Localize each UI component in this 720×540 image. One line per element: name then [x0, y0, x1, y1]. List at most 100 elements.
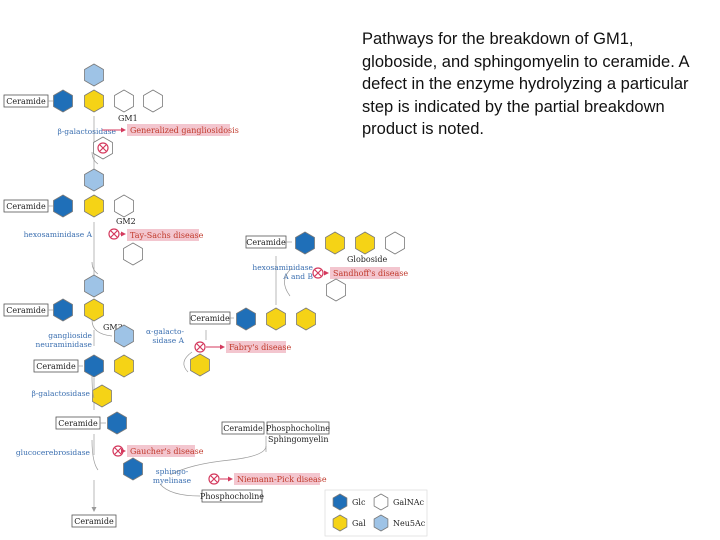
gm3-label: GM3: [103, 323, 123, 332]
globoside-partial-product: [326, 278, 346, 302]
gm3-gal: [84, 298, 104, 322]
disease-gauchers-bg: [127, 445, 195, 457]
sphingomyelin-ceramide-box: [221, 421, 265, 435]
block-gauchers-cross: [114, 447, 122, 455]
gm2-partial-product: [123, 242, 143, 266]
gm1-label: GM1: [118, 114, 138, 123]
block-generalized-gangliosidosis-cross: [99, 144, 107, 152]
legend-galnac-label: GalNAc: [393, 498, 424, 507]
released-phosphocholine-label: Phosphocholine: [200, 492, 264, 501]
disease-generalized-gangliosidosis-bg: [127, 124, 230, 136]
curve-glucosyl: [91, 439, 99, 471]
globoside-label: Globoside: [347, 255, 387, 264]
gm2-label: GM2: [116, 217, 136, 226]
glucosyl-partial-product: [123, 457, 143, 481]
glucosyl-ceramide-label: Ceramide: [58, 419, 98, 428]
glucosyl-glc: [107, 411, 127, 435]
legend-galnac-swatch: [373, 493, 389, 511]
flow-line-6-head: [91, 507, 97, 512]
curve-gm2: [91, 261, 99, 275]
arrow-gauchers-head: [121, 448, 126, 454]
gm3-released-neu5ac: [114, 324, 134, 348]
fabry-gal-2: [296, 307, 316, 331]
gm2-ceramide-label: Ceramide: [6, 202, 46, 211]
fabry-ceramide-label: Ceramide: [190, 314, 230, 323]
block-niemann-pick-cross: [210, 475, 218, 483]
fabry-gal: [266, 307, 286, 331]
enzyme-hexosaminidase-ab-2: A and B: [282, 272, 313, 281]
globoside-gal: [325, 231, 345, 255]
curve-globoside: [284, 267, 293, 297]
curve-fabry: [183, 351, 193, 373]
sphingomyelin-ceramide-label: Ceramide: [223, 424, 263, 433]
enzyme-hexosaminidase-a: hexosaminidase A: [24, 230, 93, 239]
released-phosphocholine-box: [201, 489, 263, 503]
disease-sandhoffs: Sandhoff's disease: [333, 269, 408, 278]
arrow-niemann-pick-head: [228, 476, 233, 482]
enzyme-ganglioside-neuraminidase-1: ganglioside: [48, 331, 92, 340]
block-fabrys-cross: [196, 343, 204, 351]
block-sandhoffs-cross: [314, 269, 322, 277]
gm2-glc: [53, 194, 73, 218]
fabry-partial-product: [190, 353, 210, 377]
enzyme-ganglioside-neuraminidase-2: neuraminidase: [36, 340, 93, 349]
legend-neu5ac-swatch: [373, 514, 389, 532]
enzyme-sphingomyelinase-1: sphingo-: [156, 467, 189, 476]
gm3-glc: [53, 298, 73, 322]
legend-gal-label: Gal: [352, 519, 366, 528]
arrow-sandhoffs-head: [324, 270, 329, 276]
disease-fabrys: Fabry's disease: [229, 343, 291, 352]
final-ceramide-box: [71, 514, 117, 528]
gm1-neu5ac-top: [84, 63, 104, 87]
enzyme-alpha-galactosidase-2: sidase A: [152, 336, 184, 345]
disease-tay-sachs-bg: [127, 229, 199, 241]
lactosyl-glc: [84, 354, 104, 378]
legend-glc-swatch: [332, 493, 348, 511]
gm1-gal-terminal: [143, 89, 163, 113]
disease-fabrys-bg: [226, 341, 286, 353]
disease-generalized-gangliosidosis: Generalized gangliosidosis: [130, 126, 239, 135]
globoside-galnac: [385, 231, 405, 255]
block-tay-sachs-cross: [110, 230, 118, 238]
legend-neu5ac-label: Neu5Ac: [393, 519, 426, 528]
gm3-neu5ac-top: [84, 274, 104, 298]
sphingomyelin-label: Sphingomyelin: [268, 435, 329, 444]
enzyme-beta-galactosidase: β-galactosidase: [57, 127, 116, 136]
curve-gm3: [91, 319, 113, 337]
lactosyl-ceramide-label: Ceramide: [36, 362, 76, 371]
gm3-ceramide-label: Ceramide: [6, 306, 46, 315]
disease-gauchers: Gaucher's disease: [130, 447, 204, 456]
gm1-glc: [53, 89, 73, 113]
caption: Pathways for the breakdown of GM1, globo…: [362, 30, 689, 138]
lactosyl-gal: [114, 354, 134, 378]
sphingomyelin-phosphocholine-label: Phosphocholine: [266, 424, 330, 433]
fabry-glc: [236, 307, 256, 331]
enzyme-beta-galactosidase-2: β-galactosidase: [31, 389, 90, 398]
curve-lactosyl: [91, 375, 95, 399]
arrow-fabrys-head: [220, 344, 225, 350]
gm2-neu5ac-top: [84, 168, 104, 192]
legend-glc-label: Glc: [352, 498, 366, 507]
legend-gal-swatch: [332, 514, 348, 532]
gm2-galnac: [114, 194, 134, 218]
lactosyl-released-gal: [92, 384, 112, 408]
gm2-gal: [84, 194, 104, 218]
arrow-tay-sachs-head: [121, 231, 126, 237]
gm1-ceramide-label: Ceramide: [6, 97, 46, 106]
enzyme-sphingomyelinase-2: myelinase: [153, 476, 192, 485]
gm1-gal: [84, 89, 104, 113]
gm1-galnac: [114, 89, 134, 113]
enzyme-hexosaminidase-ab-1: hexosaminidase: [252, 263, 313, 272]
globoside-glc: [295, 231, 315, 255]
sphingomyelin-phosphocholine-box: [266, 421, 330, 435]
disease-niemann-pick: Niemann-Pick disease: [237, 475, 327, 484]
curve-gm1: [91, 151, 99, 165]
enzyme-glucocerebrosidase: glucocerebrosidase: [16, 448, 91, 457]
disease-niemann-pick-bg: [234, 473, 320, 485]
disease-sandhoffs-bg: [330, 267, 400, 279]
disease-tay-sachs: Tay-Sachs disease: [130, 231, 204, 240]
arrow-generalized-gangliosidosis-head: [121, 127, 126, 133]
curve-phosphocholine: [159, 483, 201, 497]
enzyme-alpha-galactosidase-1: α-galacto-: [146, 327, 184, 336]
